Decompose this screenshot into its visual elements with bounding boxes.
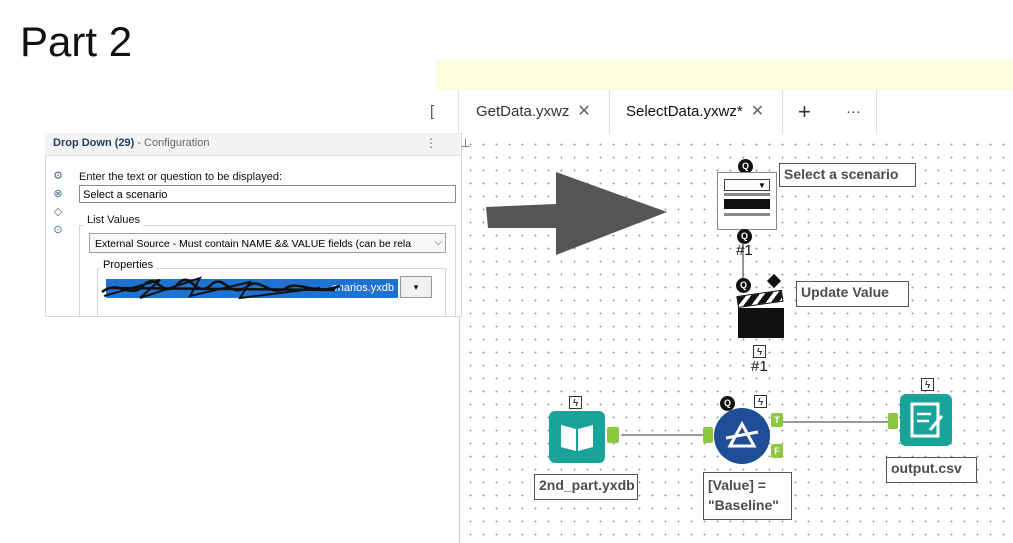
source-select[interactable]: External Source - Must contain NAME && V… bbox=[89, 233, 446, 253]
true-anchor[interactable]: T bbox=[771, 413, 783, 427]
tab-getdata[interactable]: GetData.yxwz ✕ bbox=[476, 90, 591, 134]
chevron-down-icon: ▼ bbox=[758, 181, 766, 190]
tag-icon[interactable]: ◇ bbox=[53, 206, 63, 218]
panel-subtitle: - Configuration bbox=[134, 137, 210, 149]
lightning-icon: ϟ bbox=[569, 396, 582, 409]
filter-label-line2: "Baseline" bbox=[708, 497, 779, 513]
tab-selectdata-label: SelectData.yxwz* bbox=[626, 103, 743, 120]
question-badge: Q bbox=[736, 278, 751, 293]
filter-label-line1: [Value] = bbox=[708, 477, 766, 493]
output-tool-icon[interactable] bbox=[900, 394, 952, 446]
output-anchor[interactable] bbox=[607, 427, 619, 443]
more-tabs-button[interactable]: ··· bbox=[846, 103, 861, 120]
filter-node-label: [Value] = "Baseline" bbox=[703, 472, 792, 520]
close-icon[interactable]: ✕ bbox=[750, 103, 765, 120]
tool-name: Drop Down (29) bbox=[53, 137, 135, 149]
input-tool-icon[interactable] bbox=[549, 411, 605, 463]
question-badge: Q bbox=[738, 159, 753, 174]
help-icon[interactable]: ⊙ bbox=[53, 224, 63, 236]
tab-bar: [ GetData.yxwz ✕ SelectData.yxwz* ✕ + ··· bbox=[430, 90, 1013, 135]
lightning-icon: ϟ bbox=[921, 378, 934, 391]
wave-icon[interactable]: ⊗ bbox=[53, 188, 63, 200]
prompt-label: Enter the text or question to be display… bbox=[79, 171, 283, 183]
input-anchor[interactable] bbox=[703, 427, 713, 443]
action-count: #1 bbox=[751, 358, 768, 375]
book-icon bbox=[561, 425, 593, 451]
source-select-value: External Source - Must contain NAME && V… bbox=[95, 238, 412, 250]
node-count: #1 bbox=[736, 242, 753, 259]
update-value-node-label: Update Value bbox=[796, 281, 909, 307]
dropdown-node-label: Select a scenario bbox=[779, 163, 916, 187]
false-anchor[interactable]: F bbox=[771, 444, 783, 458]
filter-triangle-icon bbox=[725, 420, 759, 448]
panel-title: Drop Down (29) - Configuration bbox=[53, 137, 210, 149]
panel-header bbox=[45, 133, 460, 156]
properties-group bbox=[97, 268, 446, 316]
clapperboard-icon[interactable] bbox=[736, 289, 784, 338]
tab-partial[interactable]: [ bbox=[430, 103, 435, 120]
list-values-label: List Values bbox=[84, 214, 143, 226]
canvas-divider bbox=[459, 134, 460, 543]
lightning-icon: ϟ bbox=[753, 345, 766, 358]
list-values-group bbox=[79, 225, 456, 316]
tab-getdata-label: GetData.yxwz bbox=[476, 103, 570, 120]
question-badge: Q bbox=[720, 396, 735, 411]
panel-header-icons[interactable]: ⋮ ⊥ bbox=[425, 136, 481, 150]
gear-icon[interactable]: ⚙ bbox=[53, 170, 63, 182]
add-tab-button[interactable]: + bbox=[798, 99, 811, 124]
chevron-down-icon[interactable]: ⌵ bbox=[432, 236, 445, 249]
input-anchor[interactable] bbox=[888, 413, 898, 429]
prompt-input[interactable]: Select a scenario bbox=[79, 185, 456, 203]
file-browse-button[interactable]: ▾ bbox=[400, 276, 432, 298]
question-badge: Q bbox=[737, 229, 752, 244]
properties-label: Properties bbox=[100, 259, 157, 271]
file-path-text: enarios.yxdb bbox=[331, 282, 394, 294]
redaction-scribble bbox=[101, 276, 341, 300]
tab-selectdata[interactable]: SelectData.yxwz* ✕ bbox=[626, 90, 765, 134]
close-icon[interactable]: ✕ bbox=[577, 103, 591, 120]
filter-tool-icon[interactable] bbox=[714, 408, 770, 464]
dropdown-tool-icon[interactable]: ▼ bbox=[717, 172, 777, 230]
page-title: Part 2 bbox=[20, 18, 133, 65]
arrow-shape bbox=[486, 172, 667, 255]
notification-bar bbox=[436, 60, 1013, 90]
document-edit-icon bbox=[910, 402, 944, 438]
output-node-label: output.csv bbox=[886, 457, 977, 483]
lightning-icon: ϟ bbox=[754, 395, 767, 408]
input-node-label: 2nd_part.yxdb bbox=[534, 474, 638, 500]
arrow-graphic bbox=[486, 172, 667, 255]
